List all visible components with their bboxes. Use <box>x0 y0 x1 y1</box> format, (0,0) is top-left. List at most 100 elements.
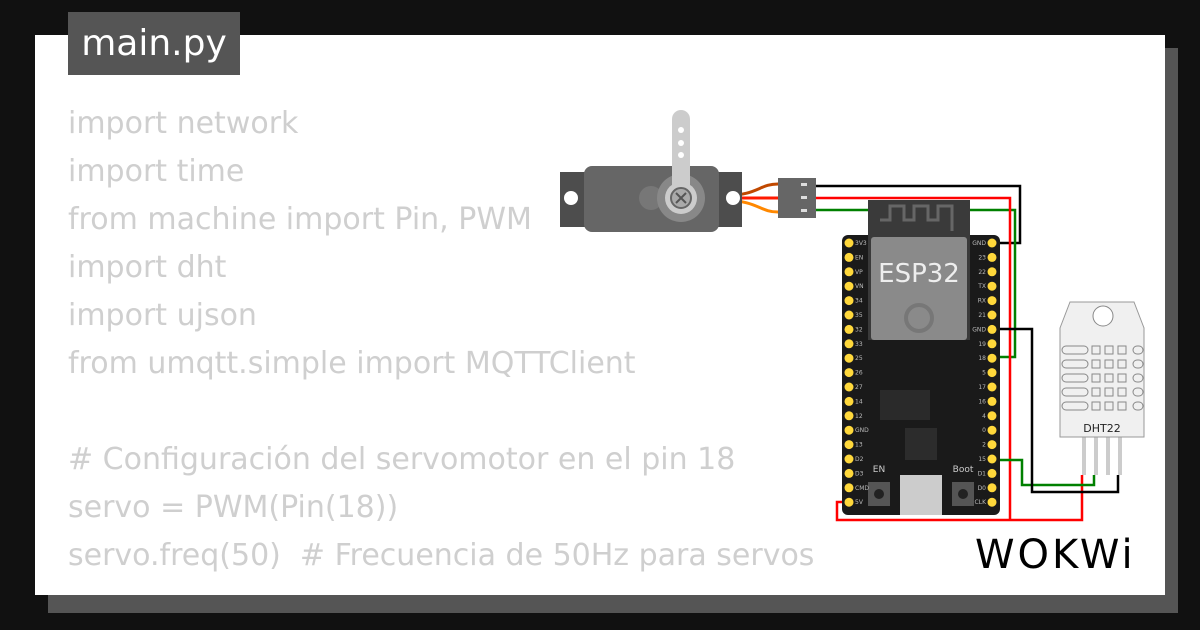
pin-label: 2 <box>982 442 986 449</box>
code-line: import network <box>68 106 299 141</box>
pin-en[interactable] <box>844 252 854 262</box>
pin-label: 27 <box>855 384 863 391</box>
pin-label: 5V <box>855 499 864 506</box>
wire-vcc-servo[interactable] <box>816 196 1012 520</box>
pin-d3[interactable] <box>844 468 854 478</box>
pin-19[interactable] <box>987 339 997 349</box>
pin-label: 23 <box>978 254 986 261</box>
pin-label: CLK <box>975 499 988 506</box>
pin-label: CMD <box>855 485 869 492</box>
pin-34[interactable] <box>844 296 854 306</box>
pin-gnd[interactable] <box>844 425 854 435</box>
pin-vp[interactable] <box>844 267 854 277</box>
pin-32[interactable] <box>844 324 854 334</box>
pin-label: 0 <box>982 427 986 434</box>
pin-label: 15 <box>978 456 986 463</box>
pin-label: 4 <box>982 413 986 420</box>
servo-motor[interactable] <box>560 110 816 232</box>
code-line: servo = PWM(Pin(18)) <box>68 490 399 525</box>
code-line: from machine import Pin, PWM <box>68 202 532 237</box>
espressif-logo-icon <box>904 303 934 333</box>
wire-gnd-dht[interactable] <box>992 327 1120 494</box>
pin-label: 16 <box>978 398 986 405</box>
pin-label: 18 <box>978 355 986 362</box>
pin-label: 17 <box>978 384 986 391</box>
wire-vcc-dht[interactable] <box>835 475 1084 522</box>
pin-label: 35 <box>855 312 863 319</box>
pin-label: D1 <box>978 470 987 477</box>
pin-label: 32 <box>855 326 863 333</box>
dht22-label: DHT22 <box>1083 422 1120 435</box>
pin-25[interactable] <box>844 353 854 363</box>
dht22-sensor[interactable]: DHT22 <box>1059 301 1145 475</box>
pin-15[interactable] <box>987 454 997 464</box>
antenna-icon <box>880 204 954 231</box>
pin-21[interactable] <box>987 310 997 320</box>
en-label: EN <box>873 465 885 475</box>
wire-dht-data[interactable] <box>992 458 1096 487</box>
pin-label: 22 <box>978 269 986 276</box>
pin-label: D3 <box>855 470 864 477</box>
code-line: import ujson <box>68 298 257 333</box>
file-tab[interactable]: main.py <box>68 12 240 75</box>
pin-label: 13 <box>855 442 863 449</box>
pin-22[interactable] <box>987 267 997 277</box>
pin-18[interactable] <box>987 353 997 363</box>
code-line: from umqtt.simple import MQTTClient <box>68 346 636 381</box>
pin-label: 33 <box>855 341 863 348</box>
pin-13[interactable] <box>844 440 854 450</box>
pin-label: 25 <box>855 355 863 362</box>
pin-35[interactable] <box>844 310 854 320</box>
pin-label: 12 <box>855 413 863 420</box>
pin-0[interactable] <box>987 425 997 435</box>
pin-cmd[interactable] <box>844 483 854 493</box>
pin-2[interactable] <box>987 440 997 450</box>
esp32-board[interactable]: ESP32 EN Boot 3V3ENVPVN34353233252627141… <box>842 200 1000 515</box>
pin-clk[interactable] <box>987 497 997 507</box>
pin-label: 34 <box>855 298 863 305</box>
wire-gnd-servo[interactable] <box>816 184 1022 245</box>
code-line: servo.freq(50) # Frecuencia de 50Hz para… <box>68 538 815 573</box>
pin-label: GND <box>855 427 869 434</box>
pin-16[interactable] <box>987 396 997 406</box>
pin-label: GND <box>972 326 986 333</box>
code-line: import dht <box>68 250 227 285</box>
pin-label: VP <box>855 269 863 276</box>
pin-label: 5 <box>982 370 986 377</box>
pin-label: 26 <box>855 370 863 377</box>
usb-port <box>900 475 942 515</box>
pin-d1[interactable] <box>987 468 997 478</box>
pin-26[interactable] <box>844 368 854 378</box>
pin-label: 3V3 <box>855 240 867 247</box>
pin-5[interactable] <box>987 368 997 378</box>
pin-label: 21 <box>978 312 986 319</box>
boot-label: Boot <box>953 465 974 475</box>
pin-label: 14 <box>855 398 863 405</box>
pin-gnd[interactable] <box>987 324 997 334</box>
pin-4[interactable] <box>987 411 997 421</box>
pin-27[interactable] <box>844 382 854 392</box>
pin-label: EN <box>855 254 863 261</box>
pin-gnd[interactable] <box>987 238 997 248</box>
pin-label: 19 <box>978 341 986 348</box>
pin-vn[interactable] <box>844 281 854 291</box>
pin-23[interactable] <box>987 252 997 262</box>
pin-33[interactable] <box>844 339 854 349</box>
pin-14[interactable] <box>844 396 854 406</box>
pin-d0[interactable] <box>987 483 997 493</box>
pin-label: D0 <box>978 485 987 492</box>
pin-d2[interactable] <box>844 454 854 464</box>
chip-label: ESP32 <box>878 259 960 289</box>
pin-label: GND <box>972 240 986 247</box>
pin-tx[interactable] <box>987 281 997 291</box>
pin-5v[interactable] <box>844 497 854 507</box>
pin-rx[interactable] <box>987 296 997 306</box>
pin-3v3[interactable] <box>844 238 854 248</box>
pin-17[interactable] <box>987 382 997 392</box>
pin-label: VN <box>855 283 864 290</box>
pin-label: TX <box>977 283 986 290</box>
pin-12[interactable] <box>844 411 854 421</box>
wokwi-logo: WOKWi <box>975 532 1136 578</box>
